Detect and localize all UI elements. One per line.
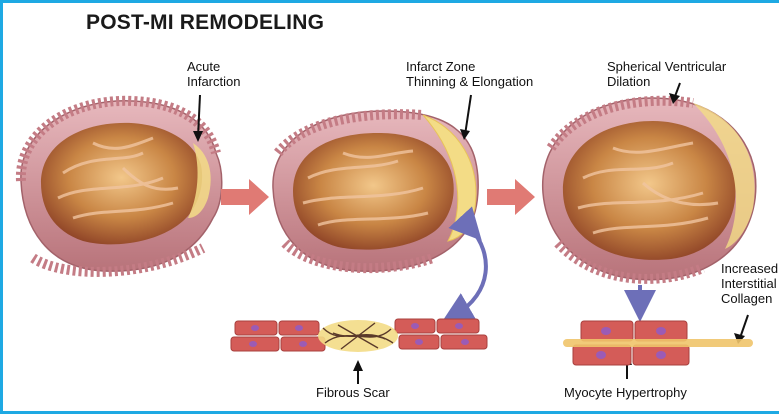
label-myocyte-hypertrophy: Myocyte Hypertrophy	[564, 385, 687, 400]
heart-spherical-dilation	[543, 98, 756, 280]
label-fibrous-scar: Fibrous Scar	[316, 385, 390, 400]
label-infarct-zone-thinning: Infarct Zone Thinning & Elongation	[406, 59, 533, 89]
stage-arrow-2	[487, 179, 535, 215]
heart-acute-infarction	[21, 101, 222, 272]
diagram-title: POST-MI REMODELING	[86, 11, 324, 35]
label-spherical-dilation: Spherical Ventricular Dilation	[607, 59, 726, 89]
fibrous-scar-tissue	[231, 319, 487, 352]
hypertrophy-tissue	[563, 321, 753, 365]
heart-infarct-thinning	[273, 111, 478, 271]
label-increased-collagen: Increased Interstitial Collagen	[721, 261, 778, 306]
infarct-to-scar-arrow	[455, 229, 486, 315]
stage-arrow-1	[221, 179, 269, 215]
label-acute-infarction: Acute Infarction	[187, 59, 240, 89]
